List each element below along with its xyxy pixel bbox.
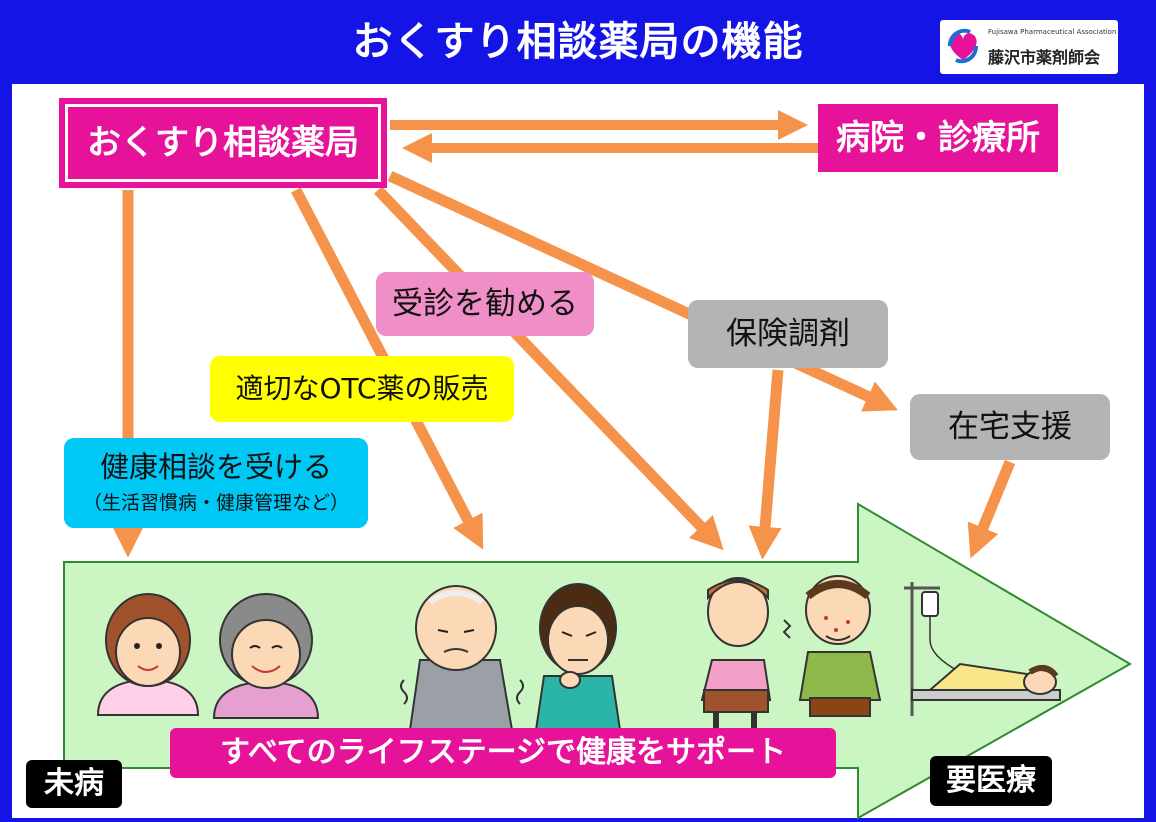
arrow-zaitaku-to-band bbox=[967, 459, 1016, 559]
insurance-dispensing-tag: 保険調剤 bbox=[688, 300, 888, 368]
page-title: おくすり相談薬局の機能 bbox=[352, 19, 804, 65]
scale-start-label: 未病 bbox=[26, 760, 122, 808]
pharmacy-hub-box: おくすり相談薬局 bbox=[59, 98, 387, 188]
sick-boy-icon bbox=[798, 575, 882, 717]
otc-sales-tag: 適切なOTC薬の販売 bbox=[210, 356, 514, 422]
health-consultation-label: 健康相談を受ける bbox=[99, 450, 332, 484]
scale-end-label: 要医療 bbox=[930, 756, 1052, 806]
health-consultation-sublabel: （生活習慣病・健康管理など） bbox=[82, 492, 349, 514]
hospitalized-patient-icon bbox=[911, 662, 1061, 701]
arrow-hub-to-jushin bbox=[374, 186, 724, 551]
healthy-woman-icon bbox=[96, 593, 200, 716]
health-consultation-tag: 健康相談を受ける （生活習慣病・健康管理など） bbox=[64, 438, 368, 528]
association-logo-icon bbox=[948, 28, 978, 64]
smiling-elderly-woman-icon bbox=[212, 593, 320, 719]
pharmacy-hub-border: おくすり相談薬局 bbox=[65, 104, 381, 182]
pharmacy-hub-label: おくすり相談薬局 bbox=[87, 123, 359, 163]
home-care-support-tag: 在宅支援 bbox=[910, 394, 1110, 460]
arrow-hoken-to-band bbox=[748, 369, 784, 560]
logo-english-text: Fujisawa Pharmaceutical Association bbox=[988, 28, 1117, 36]
association-logo: Fujisawa Pharmaceutical Association 藤沢市薬… bbox=[940, 20, 1118, 74]
life-stage-banner: すべてのライフステージで健康をサポート bbox=[170, 728, 836, 778]
worried-man-icon bbox=[534, 583, 622, 731]
shivering-elderly-man-icon bbox=[400, 585, 524, 731]
stomachache-girl-icon bbox=[700, 577, 792, 736]
logo-japanese-text: 藤沢市薬剤師会 bbox=[988, 48, 1101, 67]
recommend-visit-tag: 受診を勧める bbox=[376, 272, 594, 336]
hospital-clinic-box: 病院・診療所 bbox=[818, 104, 1058, 172]
